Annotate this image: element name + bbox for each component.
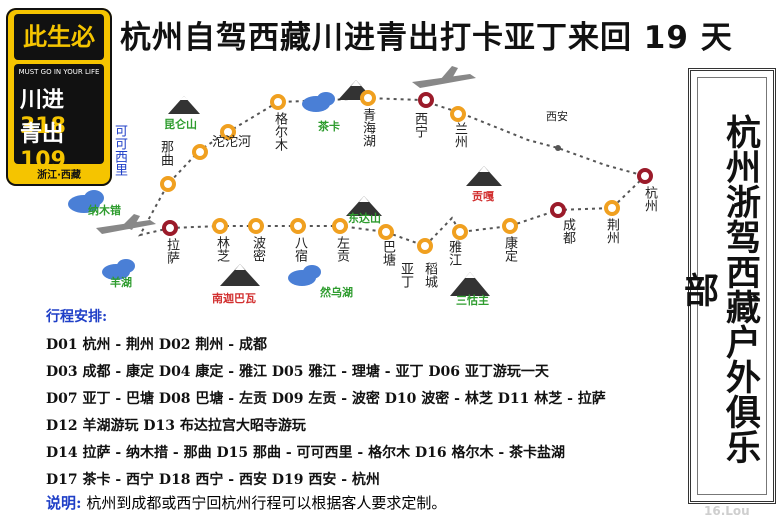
- logo-badge: 此生必驾 MUST GO IN YOUR LIFE 川进318 青出109 浙江…: [6, 8, 112, 186]
- city-hangzhou: 杭州: [642, 186, 657, 212]
- city-tuotuohe: 沱沱河: [212, 135, 252, 150]
- landmark-kunlunshan: 昆仑山: [164, 118, 197, 131]
- landmark-nanjiabawa: 南迦巴瓦: [212, 292, 256, 305]
- itinerary-line: D01 杭州 - 荆州 D02 荆州 - 成都: [46, 337, 267, 353]
- landmark-chaka: 茶卡: [318, 120, 340, 133]
- landmark-dongdashan: 东达山: [348, 212, 381, 225]
- city-lanzhou: 兰州: [452, 122, 467, 148]
- route-map: [68, 66, 653, 296]
- watermark: 16.Lou: [704, 504, 750, 518]
- logo-row2: 青出109: [20, 116, 100, 173]
- city-linzhi: 林芝: [214, 236, 229, 262]
- logo-row2-a: 青出: [20, 122, 65, 147]
- city-xian: 西安: [546, 110, 568, 123]
- city-yading: 亚丁: [398, 262, 413, 288]
- route-stop-rings: [160, 90, 620, 254]
- city-geermu: 格尔木: [272, 112, 287, 151]
- major-stop-rings: [162, 92, 653, 236]
- side-panel: 杭州浙驾西藏户外俱乐部: [678, 68, 776, 504]
- city-chengdu: 成都: [560, 218, 575, 244]
- itinerary-heading: 行程安排:: [46, 309, 108, 325]
- city-bomi: 波密: [250, 236, 265, 262]
- itinerary-line: D14 拉萨 - 纳木措 - 那曲 D15 那曲 - 可可西里 - 格尔木 D1…: [46, 445, 566, 461]
- cloud-icon: [68, 92, 335, 286]
- city-basu: 八宿: [292, 236, 307, 262]
- logo-body: MUST GO IN YOUR LIFE 川进318 青出109: [14, 64, 104, 173]
- city-kekexili: 可可西里: [112, 124, 127, 176]
- city-xining: 西宁: [412, 112, 427, 138]
- logo-row1-b: 318: [20, 114, 66, 139]
- side-panel-text: 杭州浙驾西藏户外俱乐部: [678, 114, 760, 464]
- itinerary-line: D12 羊湖游玩 D13 布达拉宫大昭寺游玩: [46, 418, 306, 434]
- side-panel-text-wrap: 杭州浙驾西藏户外俱乐部: [678, 81, 761, 481]
- itinerary: 行程安排: D01 杭州 - 荆州 D02 荆州 - 成都 D03 成都 - 康…: [46, 306, 686, 494]
- city-kangding: 康定: [502, 236, 517, 262]
- city-yajiang: 雅江: [446, 240, 461, 266]
- side-panel-frame: [697, 77, 767, 495]
- note-text: 杭州到成都或西宁回杭州行程可以根据客人要求定制。: [86, 494, 447, 512]
- logo-top: 此生必驾: [14, 14, 104, 97]
- city-qinghaihu: 青海湖: [360, 108, 375, 147]
- city-naqu: 那曲: [158, 140, 173, 166]
- xian-dot: [555, 145, 561, 151]
- logo-row1-a: 川进: [20, 88, 65, 113]
- logo-row1: 川进318: [20, 82, 100, 139]
- landmark-gongga: 贡嘎: [472, 190, 494, 203]
- page-title: 杭州自驾西藏川进青出打卡亚丁来回 19 天: [120, 20, 733, 56]
- itinerary-line: D03 成都 - 康定 D04 康定 - 雅江 D05 雅江 - 理塘 - 亚丁…: [46, 364, 549, 380]
- logo-tagline: MUST GO IN YOUR LIFE: [18, 68, 100, 76]
- landmark-namucuo: 纳木错: [88, 204, 121, 217]
- city-lasa: 拉萨: [164, 238, 179, 264]
- logo-foot: 浙江·西藏: [37, 170, 81, 181]
- landmark-ranwuhu: 然乌湖: [320, 286, 353, 299]
- logo-row2-b: 109: [20, 148, 66, 173]
- city-zuogong: 左贡: [334, 236, 349, 262]
- landmark-yanghu: 羊湖: [110, 276, 132, 289]
- note-label: 说明:: [46, 494, 82, 512]
- city-batang: 巴塘: [380, 240, 395, 266]
- city-daocheng: 稻城: [422, 262, 437, 288]
- itinerary-line: D17 茶卡 - 西宁 D18 西宁 - 西安 D19 西安 - 杭州: [46, 472, 380, 488]
- itinerary-line: D07 亚丁 - 巴塘 D08 巴塘 - 左贡 D09 左贡 - 波密 D10 …: [46, 391, 606, 407]
- airplane-icon: [96, 66, 476, 234]
- landmark-sanguzhu: 三怙主: [456, 294, 489, 307]
- note: 说明: 杭州到成都或西宁回杭州行程可以根据客人要求定制。: [46, 492, 446, 513]
- city-jingzhou: 荆州: [604, 218, 619, 244]
